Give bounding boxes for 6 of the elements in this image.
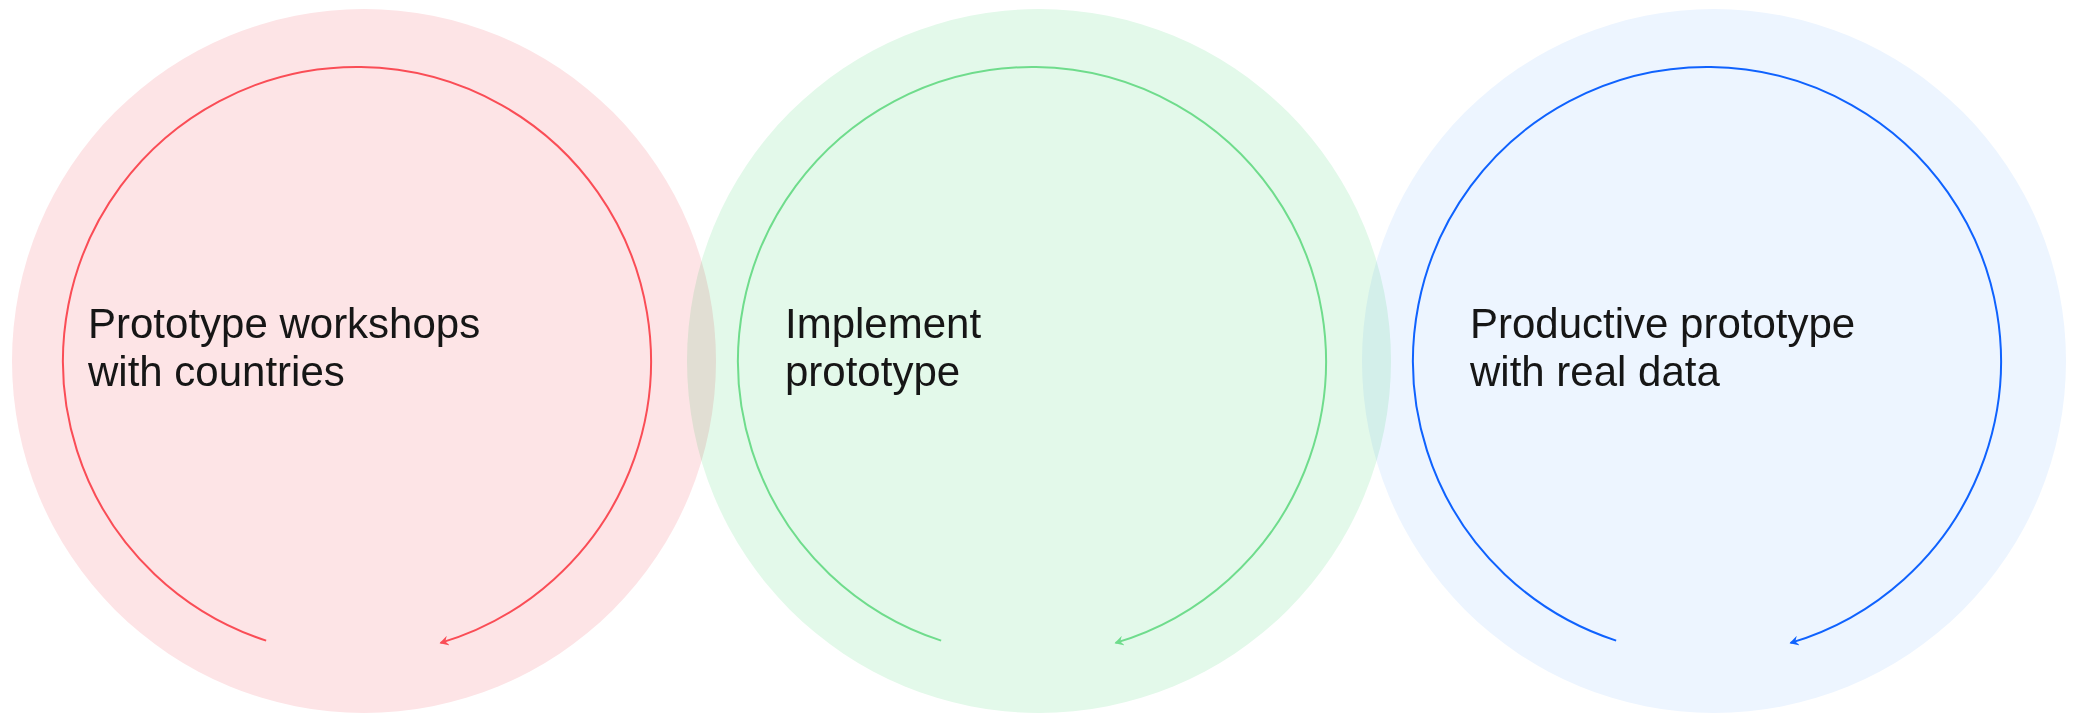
phase-label: Implement prototype: [785, 300, 983, 396]
phase-label: Prototype workshops with countries: [88, 300, 482, 396]
cycle-arrow: [1412, 66, 2002, 645]
phase-label: Productive prototype with real data: [1470, 300, 1857, 396]
cycle-arrow: [62, 66, 652, 645]
cycle-arrow: [737, 66, 1327, 645]
